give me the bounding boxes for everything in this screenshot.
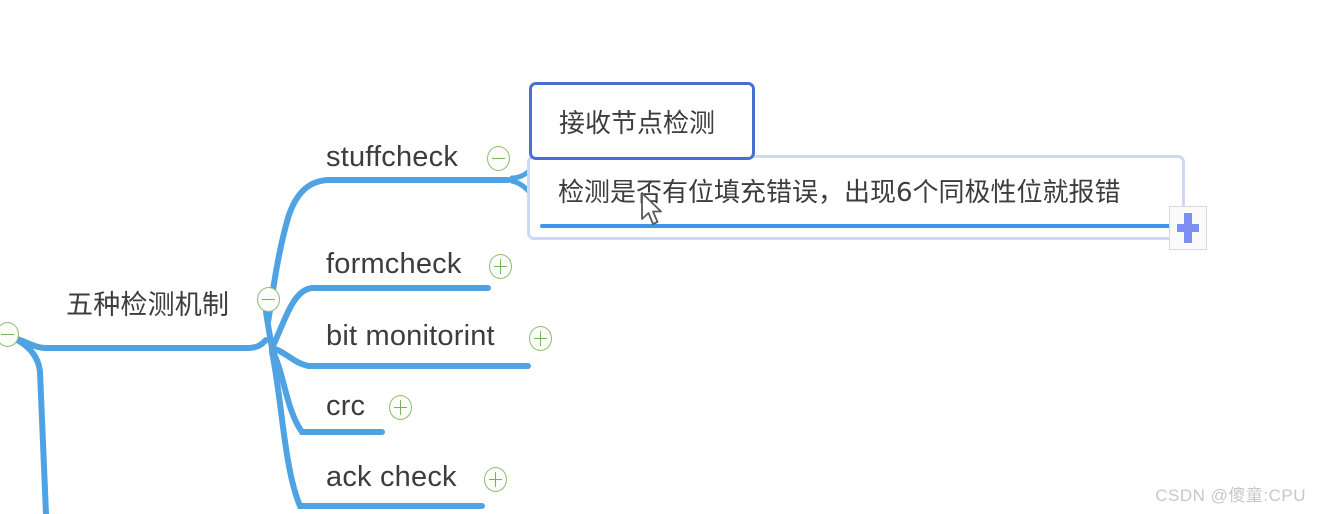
toggle-formcheck[interactable]	[489, 254, 512, 279]
toggle-stuffcheck[interactable]	[487, 146, 510, 171]
toggle-bit-monitorint[interactable]	[529, 326, 552, 351]
node-label-crc: crc	[326, 390, 366, 422]
add-node-button[interactable]	[1169, 206, 1207, 250]
toggle-crc[interactable]	[389, 395, 412, 420]
selected-topic-text: 接收节点检测	[559, 108, 716, 139]
node-label-formcheck: formcheck	[326, 248, 462, 280]
node-label-ack-check: ack check	[326, 461, 457, 493]
detail-note-underline	[540, 224, 1172, 228]
watermark-text: CSDN @傻童:CPU	[1155, 486, 1306, 505]
node-label-bit-monitorint: bit monitorint	[326, 320, 495, 352]
detail-note-box[interactable]: 检测是否有位填充错误，出现6个同极性位就报错	[527, 155, 1185, 240]
toggle-root-branch[interactable]	[257, 287, 280, 312]
selected-topic-box[interactable]: 接收节点检测	[529, 82, 755, 160]
toggle-ack-check[interactable]	[484, 467, 507, 492]
node-label-root-branch: 五种检测机制	[66, 290, 230, 321]
toggle-far-left-parent[interactable]	[0, 322, 19, 347]
node-label-stuffcheck: stuffcheck	[326, 141, 459, 173]
detail-note-text: 检测是否有位填充错误，出现6个同极性位就报错	[558, 178, 1121, 208]
